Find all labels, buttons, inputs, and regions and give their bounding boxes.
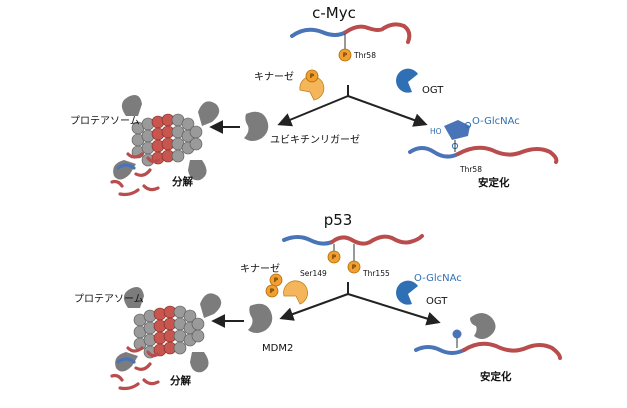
top-ligase-label: ユビキチンリガーゼ [270, 134, 360, 146]
top-kinase-icon: P [299, 69, 325, 101]
top-ligase-icon [244, 111, 269, 141]
top-kinase-label: キナーゼ [254, 71, 294, 83]
bottom-site-left: Ser149 [300, 269, 327, 278]
bottom-title: p53 [324, 211, 353, 229]
top-stabilization-label: 安定化 [478, 176, 510, 189]
bottom-kinase-icon: P P [265, 273, 308, 305]
top-ogt-icon [396, 68, 418, 93]
bottom-phosphate-right-icon: P [347, 260, 361, 274]
bottom-ogt-bound-icon [470, 313, 496, 339]
top-degradation-label: 分解 [172, 175, 193, 188]
svg-text:P: P [343, 52, 348, 59]
top-branch-arrows [277, 85, 428, 127]
bottom-kinase-label: キナーゼ [240, 263, 280, 275]
top-stable-protein-strand [408, 145, 559, 164]
bottom-stable-protein-strand [414, 341, 562, 360]
svg-text:P: P [274, 277, 279, 284]
bottom-protein-strand [282, 234, 424, 246]
bottom-stabilization-label: 安定化 [480, 370, 512, 383]
bottom-glcnac-label: O-GlcNAc [414, 273, 462, 284]
bottom-mdm2-label: MDM2 [262, 343, 293, 354]
svg-text:P: P [332, 254, 337, 261]
svg-text:P: P [352, 264, 357, 271]
top-phosphate-icon: P [338, 48, 352, 62]
bottom-glcnac-stub-icon [452, 329, 462, 348]
top-ho-label: HO [430, 127, 442, 136]
top-glcnac-sugar-icon [444, 120, 472, 152]
top-proteasome-icon [112, 94, 220, 181]
svg-text:P: P [270, 288, 275, 295]
bottom-proteasome-label: プロテアソーム [74, 293, 144, 305]
top-glcnac-label: O-GlcNAc [472, 116, 520, 127]
top-title: c-Myc [312, 4, 356, 22]
top-protein-strand [290, 22, 412, 44]
bottom-site-right: Thr155 [362, 269, 390, 278]
top-ogt-label: OGT [422, 85, 444, 96]
bottom-degradation-label: 分解 [170, 374, 191, 387]
bottom-branch-arrows [279, 282, 441, 326]
svg-text:P: P [310, 73, 315, 80]
bottom-phosphate-left-icon: P [327, 250, 341, 264]
top-proteasome-label: プロテアソーム [70, 115, 140, 127]
top-stable-site: Thr58 [459, 165, 482, 174]
top-phospho-site: Thr58 [353, 51, 376, 60]
bottom-ogt-icon [396, 280, 418, 305]
bottom-ogt-label: OGT [426, 296, 448, 307]
bottom-mdm2-icon [248, 303, 273, 333]
